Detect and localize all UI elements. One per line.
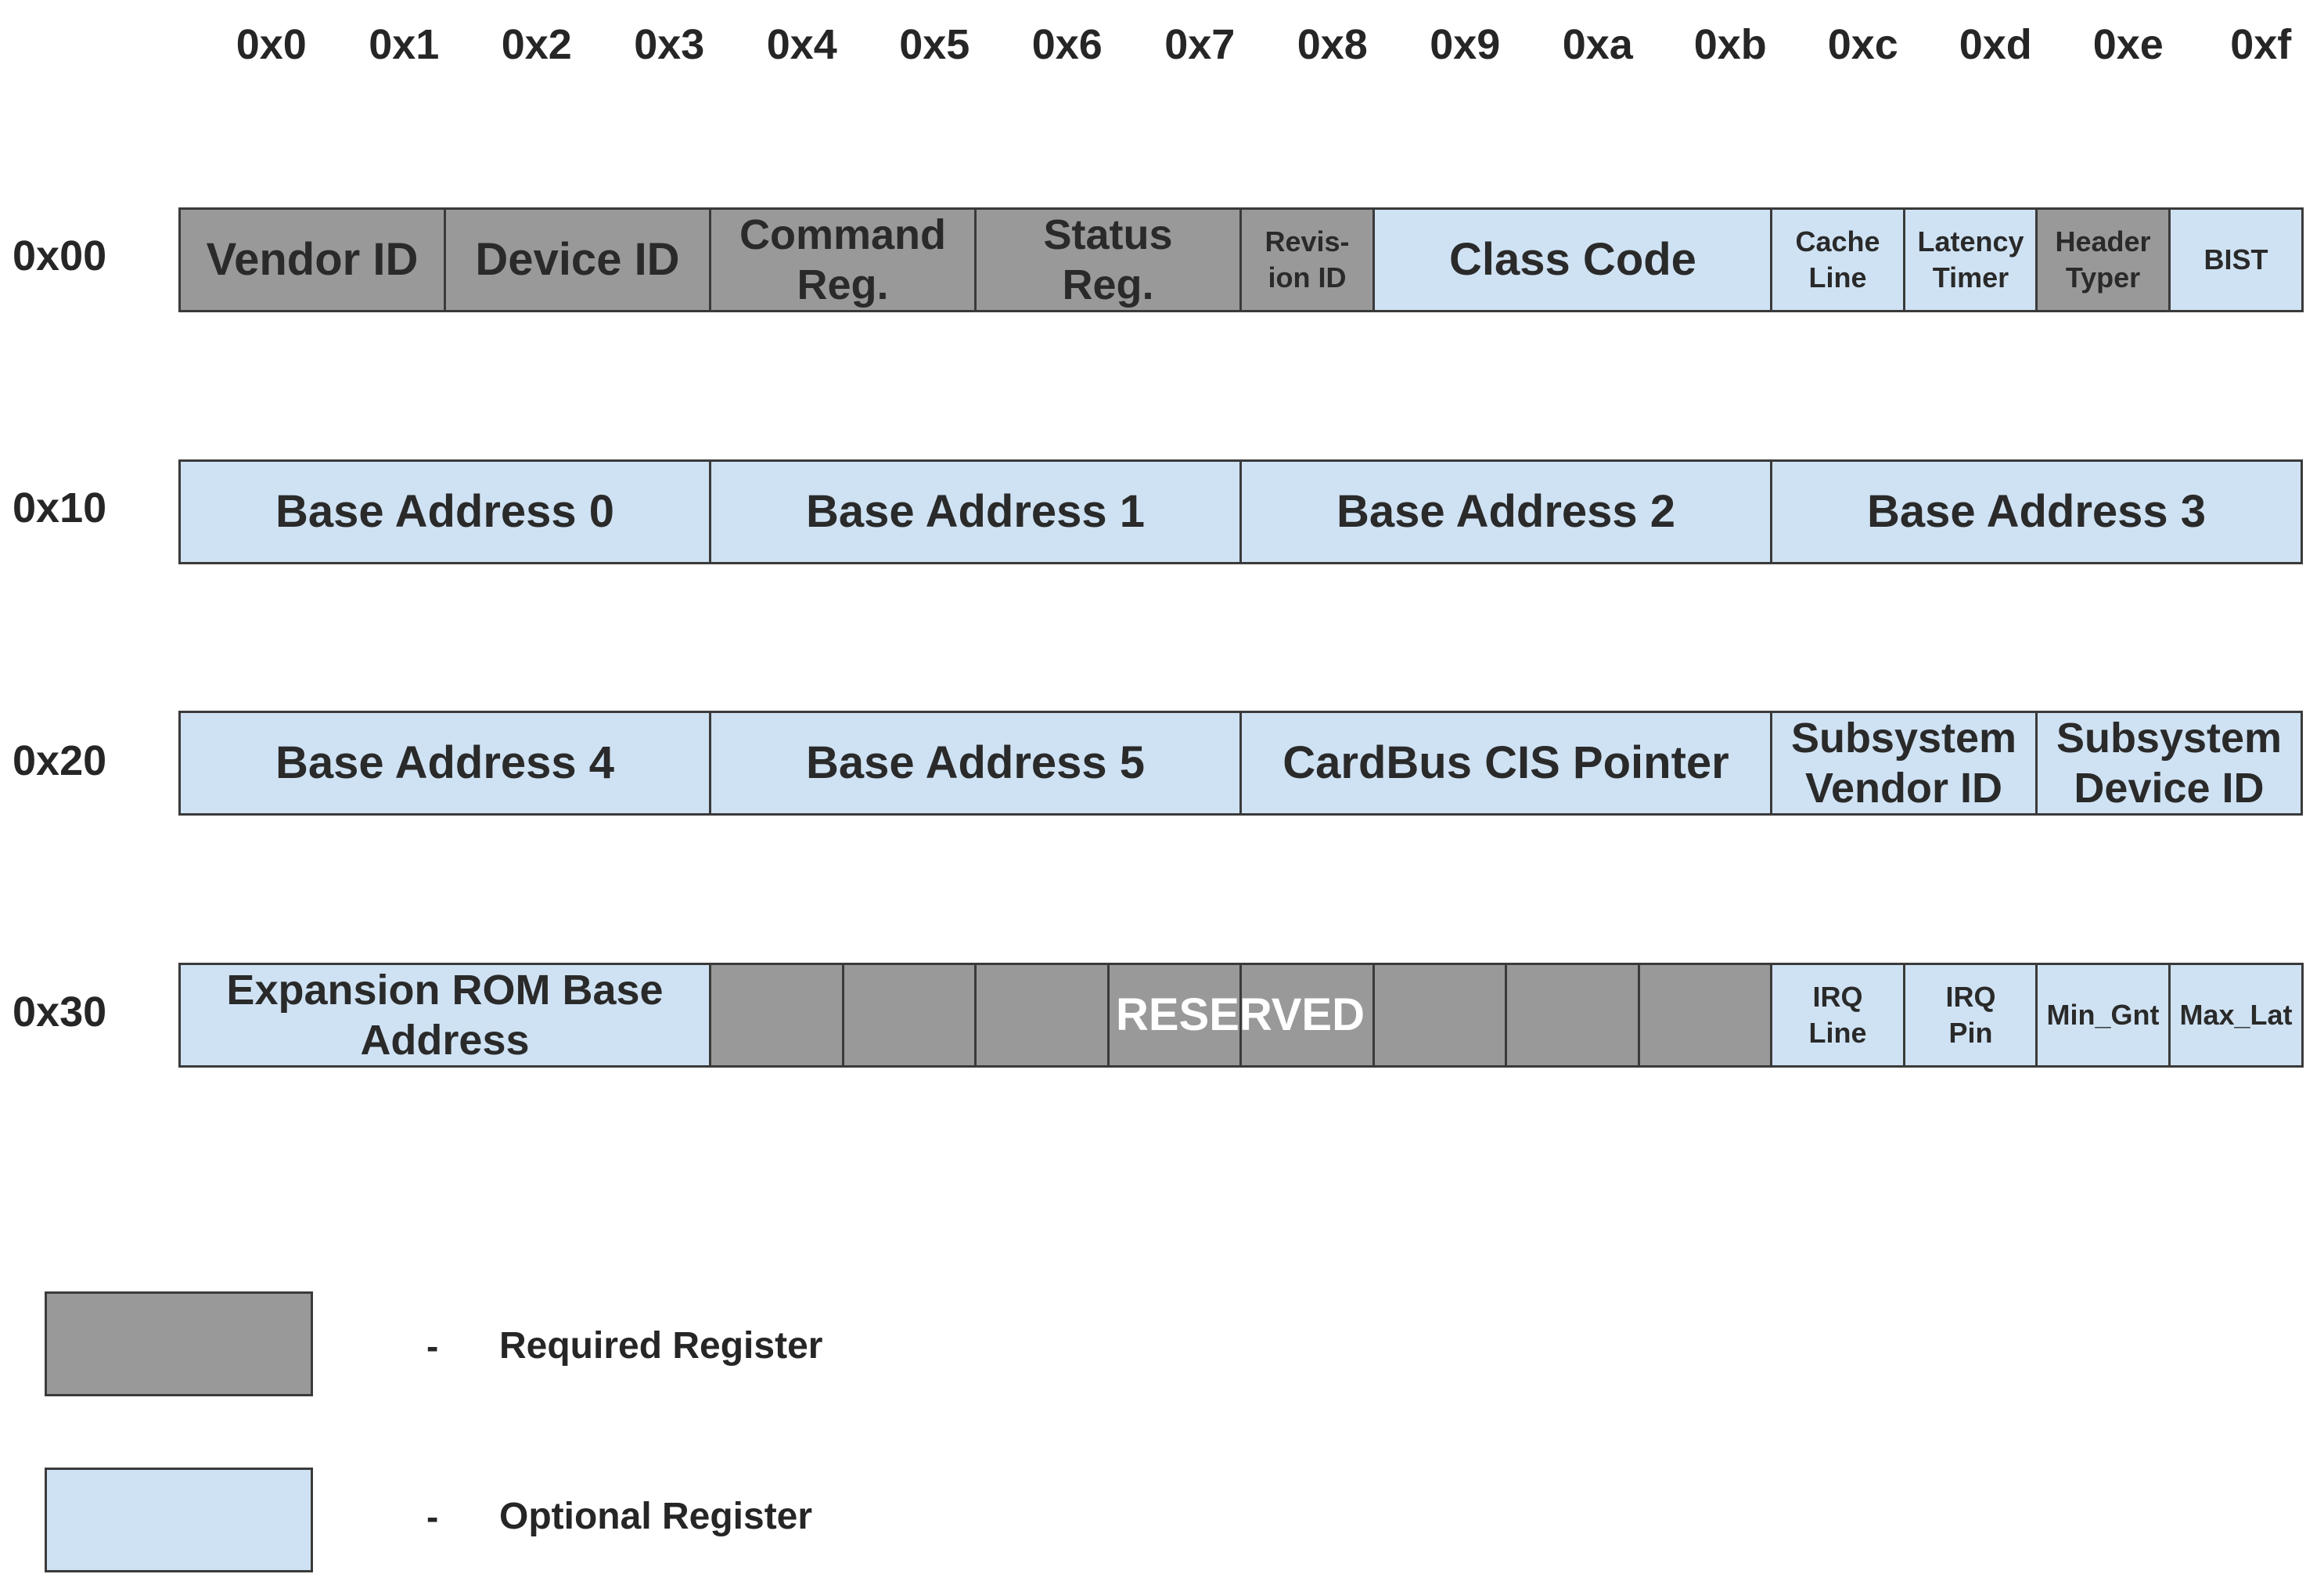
column-header-0x9: 0x9 [1430,21,1501,68]
reserved-register-byte [1239,963,1375,1068]
register-subsystem-vendor-id: Subsystem Vendor ID [1770,711,2038,816]
register-vendor-id: Vendor ID [178,207,446,312]
reserved-label: RESERVED [1115,989,1365,1040]
register-max-lat: Max_Lat [2168,963,2304,1068]
column-header-0xe: 0xe [2092,21,2164,68]
register-latency-timer: Latency Timer [1903,207,2038,312]
column-header-0x8: 0x8 [1297,21,1368,68]
register-cardbus-cis-pointer: CardBus CIS Pointer [1239,711,1772,816]
reserved-register-byte [709,963,844,1068]
column-header-0xa: 0xa [1562,21,1633,68]
reserved-register-byte [842,963,977,1068]
column-header-0xd: 0xd [1959,21,2032,68]
register-base-address-4: Base Address 4 [178,711,711,816]
column-header-0xb: 0xb [1693,21,1767,68]
row-offset-0x10: 0x10 [13,484,107,531]
column-header-0x7: 0x7 [1164,21,1236,68]
register-irq-line: IRQ Line [1770,963,1905,1068]
reserved-register-byte [974,963,1110,1068]
reserved-register-byte [1107,963,1243,1068]
reserved-register-byte [1372,963,1508,1068]
column-header-0xc: 0xc [1827,21,1898,68]
register-revis-ion-id: Revis- ion ID [1239,207,1375,312]
column-header-0x4: 0x4 [766,21,837,68]
row-offset-0x00: 0x00 [13,232,107,279]
register-base-address-3: Base Address 3 [1770,459,2303,564]
column-header-0x6: 0x6 [1031,21,1103,68]
column-header-0x5: 0x5 [899,21,970,68]
column-header-0x1: 0x1 [369,21,440,68]
column-header-0x3: 0x3 [634,21,705,68]
register-subsystem-device-id: Subsystem Device ID [2035,711,2303,816]
legend-swatch-optional [45,1468,313,1572]
column-header-0x2: 0x2 [501,21,572,68]
register-base-address-0: Base Address 0 [178,459,711,564]
register-header-typer: Header Typer [2035,207,2171,312]
register-bist: BIST [2168,207,2304,312]
register-command-reg: Command Reg. [709,207,977,312]
legend-swatch-required [45,1291,313,1396]
legend-label-optional: Optional Register [499,1496,813,1537]
register-base-address-1: Base Address 1 [709,459,1242,564]
legend-dash-required: - [426,1326,439,1367]
column-header-0xf: 0xf [2230,21,2292,68]
register-min-gnt: Min_Gnt [2035,963,2171,1068]
register-base-address-5: Base Address 5 [709,711,1242,816]
register-device-id: Device ID [444,207,711,312]
legend-dash-optional: - [426,1497,439,1537]
register-cache-line: Cache Line [1770,207,1905,312]
row-offset-0x30: 0x30 [13,989,107,1036]
legend-label-required: Required Register [499,1325,823,1367]
reserved-register-byte [1505,963,1640,1068]
register-status-reg: Status Reg. [974,207,1242,312]
register-base-address-2: Base Address 2 [1239,459,1772,564]
register-class-code: Class Code [1372,207,1773,312]
row-offset-0x20: 0x20 [13,737,107,784]
reserved-register-byte [1638,963,1773,1068]
column-header-0x0: 0x0 [236,21,307,68]
register-irq-pin: IRQ Pin [1903,963,2038,1068]
register-expansion-rom-base-address: Expansion ROM Base Address [178,963,711,1068]
